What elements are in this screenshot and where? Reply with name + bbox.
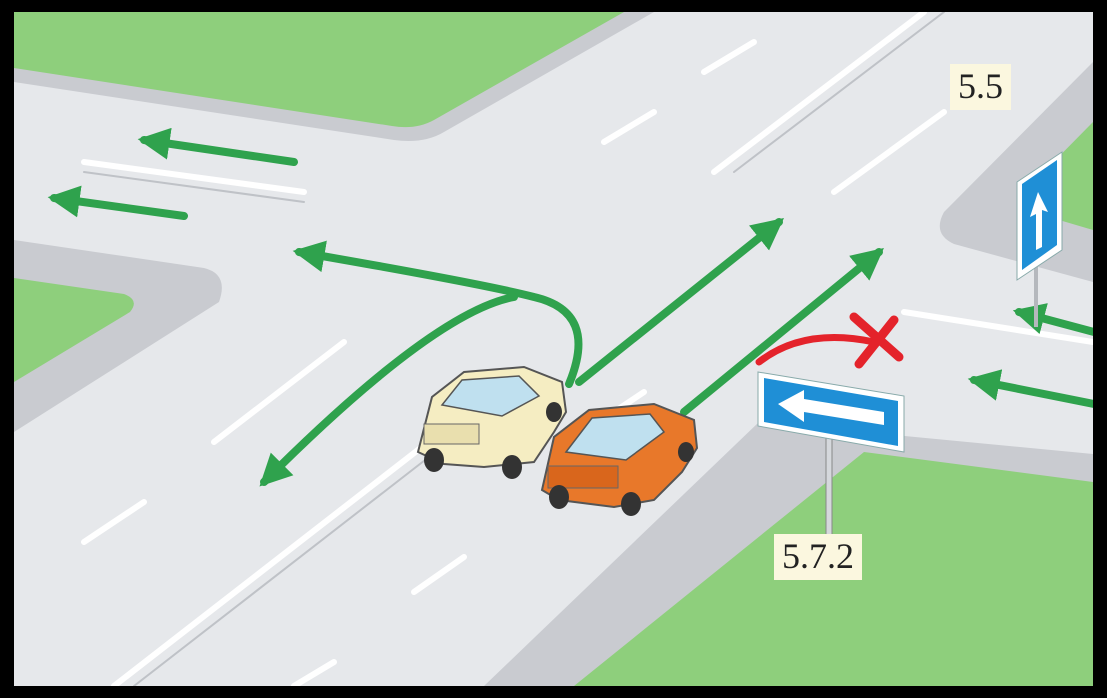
sign-label-5-7-2: 5.7.2 <box>774 534 862 580</box>
intersection-scene: 5.5 5.7.2 <box>14 12 1093 686</box>
intersection-illustration <box>14 12 1093 686</box>
sign-label-5-5: 5.5 <box>950 64 1011 110</box>
